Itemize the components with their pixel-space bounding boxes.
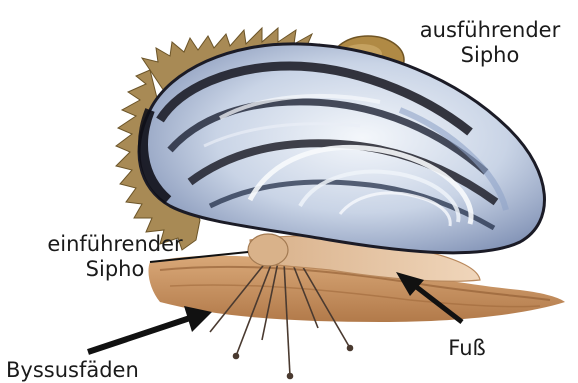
byssus-label: Byssusfäden: [0, 358, 206, 383]
inhalant-siphon-label-line1: einführender: [30, 232, 200, 257]
inhalant-siphon-label: einführender Sipho: [30, 232, 200, 282]
inhalant-siphon-shape: [248, 234, 288, 266]
exhalant-siphon-label: ausführender Sipho: [406, 18, 574, 68]
exhalant-siphon-label-line2: Sipho: [406, 43, 574, 68]
inhalant-siphon-label-line2: Sipho: [30, 257, 200, 282]
foot-label: Fuß: [432, 336, 502, 361]
pointer-arrow-byssus: [88, 306, 212, 352]
exhalant-siphon-label-line1: ausführender: [406, 18, 574, 43]
